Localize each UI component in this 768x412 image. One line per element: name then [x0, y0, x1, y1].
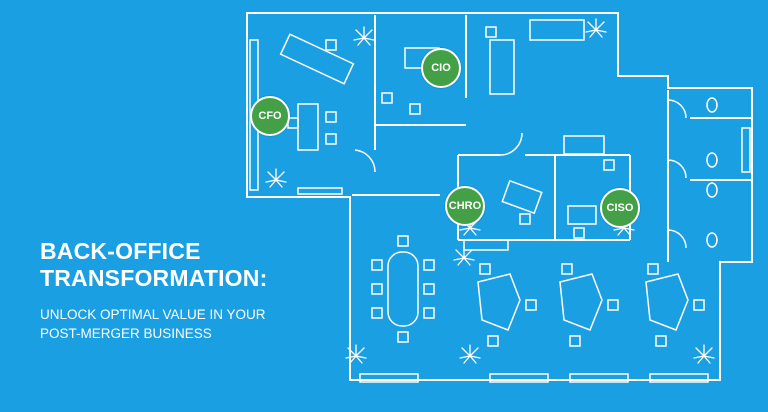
toilet-icon	[706, 182, 718, 198]
ciso-label: CISO	[606, 202, 634, 214]
desk-icon	[463, 239, 509, 251]
chair-icon	[519, 213, 531, 225]
desk-icon	[279, 33, 355, 85]
door	[667, 99, 687, 119]
chair-icon	[409, 103, 421, 115]
plant-icon	[345, 344, 367, 364]
toilet-icon	[706, 97, 718, 113]
chro-badge: CHRO	[445, 186, 485, 226]
desk-icon	[489, 39, 515, 95]
desk-icon	[501, 179, 543, 215]
chair-icon	[325, 111, 337, 123]
plant-icon	[459, 344, 481, 364]
desk-icon	[567, 205, 597, 225]
subheadline-line-1: UNLOCK OPTIMAL VALUE IN YOUR	[40, 307, 266, 322]
sofa-icon	[563, 135, 605, 155]
headline: BACK-OFFICE TRANSFORMATION:	[40, 238, 267, 292]
chair-icon	[397, 235, 409, 247]
chair-icon	[655, 335, 667, 347]
door	[354, 149, 376, 173]
desk-icon	[387, 251, 419, 327]
plant-icon	[453, 246, 475, 266]
chair-icon	[561, 263, 573, 275]
outer-wall	[246, 12, 753, 381]
chair-icon	[693, 299, 705, 311]
door	[667, 159, 687, 179]
door	[499, 132, 523, 156]
desk-icon	[297, 103, 319, 151]
chair-icon	[487, 335, 499, 347]
sofa-icon	[529, 19, 585, 41]
plant-icon	[693, 344, 715, 364]
cfo-label: CFO	[258, 110, 282, 122]
chair-icon	[325, 133, 337, 145]
desk-icon	[741, 127, 751, 173]
plant-icon	[265, 168, 287, 188]
plant-icon	[585, 18, 607, 38]
chair-icon	[423, 259, 435, 271]
window-icon	[489, 373, 549, 383]
chro-label: CHRO	[448, 200, 482, 212]
chair-icon	[479, 263, 491, 275]
plant-icon	[353, 26, 375, 46]
chair-icon	[423, 307, 435, 319]
chair-icon	[603, 159, 615, 171]
headline-line-1: BACK-OFFICE	[40, 238, 201, 264]
chair-icon	[397, 331, 409, 343]
ciso-badge: CISO	[600, 188, 640, 228]
chair-icon	[569, 335, 581, 347]
chair-icon	[325, 39, 337, 51]
chair-icon	[371, 259, 383, 271]
subheadline: UNLOCK OPTIMAL VALUE IN YOUR POST-MERGER…	[40, 305, 266, 343]
cio-badge: CIO	[421, 48, 461, 88]
toilet-icon	[706, 232, 718, 248]
window-icon	[649, 373, 709, 383]
desk-icon	[645, 273, 689, 331]
chair-icon	[371, 283, 383, 295]
chair-icon	[371, 307, 383, 319]
subheadline-line-2: POST-MERGER BUSINESS	[40, 326, 212, 341]
chair-icon	[647, 263, 659, 275]
chair-icon	[607, 299, 619, 311]
desk-icon	[297, 187, 343, 195]
cfo-badge: CFO	[250, 96, 290, 136]
desk-icon	[477, 273, 521, 331]
chair-icon	[573, 227, 585, 239]
window-icon	[569, 373, 629, 383]
window-icon	[359, 373, 419, 383]
chair-icon	[381, 92, 393, 104]
headline-line-2: TRANSFORMATION:	[40, 265, 268, 291]
desk-icon	[559, 273, 603, 331]
chair-icon	[525, 299, 537, 311]
chair-icon	[485, 26, 497, 38]
chair-icon	[423, 283, 435, 295]
toilet-icon	[706, 152, 718, 168]
door	[667, 229, 687, 249]
cio-label: CIO	[431, 62, 451, 74]
